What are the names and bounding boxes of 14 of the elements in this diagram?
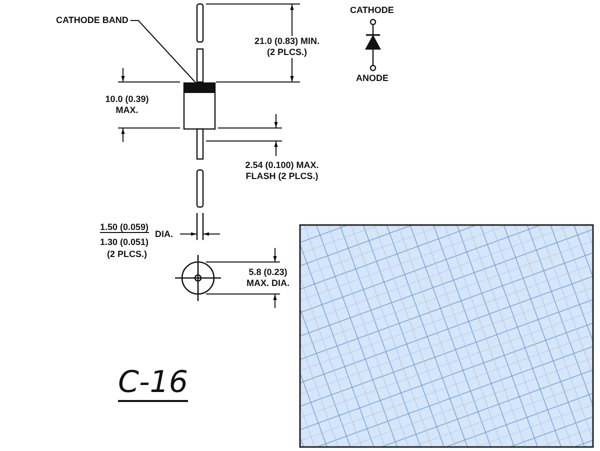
pin-label: CATHODE	[350, 5, 394, 16]
dimension-label: 21.0 (0.83) MIN. (2 PLCS.)	[253, 36, 321, 58]
dimension-label: 1.50 (0.059)	[100, 222, 149, 233]
pin-label: ANODE	[356, 73, 389, 84]
package-code: C-16	[118, 366, 188, 402]
dimension-label: 1.30 (0.051)	[100, 237, 149, 248]
dimension-label: (2 PLCS.)	[107, 249, 148, 260]
callout-label: CATHODE BAND	[56, 15, 128, 26]
dimension-label: 10.0 (0.39) MAX.	[104, 94, 150, 116]
dimension-label: 2.54 (0.100) MAX. FLASH (2 PLCS.)	[244, 160, 320, 182]
cathode-band	[184, 83, 215, 93]
leader-line	[130, 20, 196, 84]
dimension-label: 5.8 (0.23) MAX. DIA.	[245, 267, 290, 289]
dimension-label: DIA.	[155, 229, 173, 240]
